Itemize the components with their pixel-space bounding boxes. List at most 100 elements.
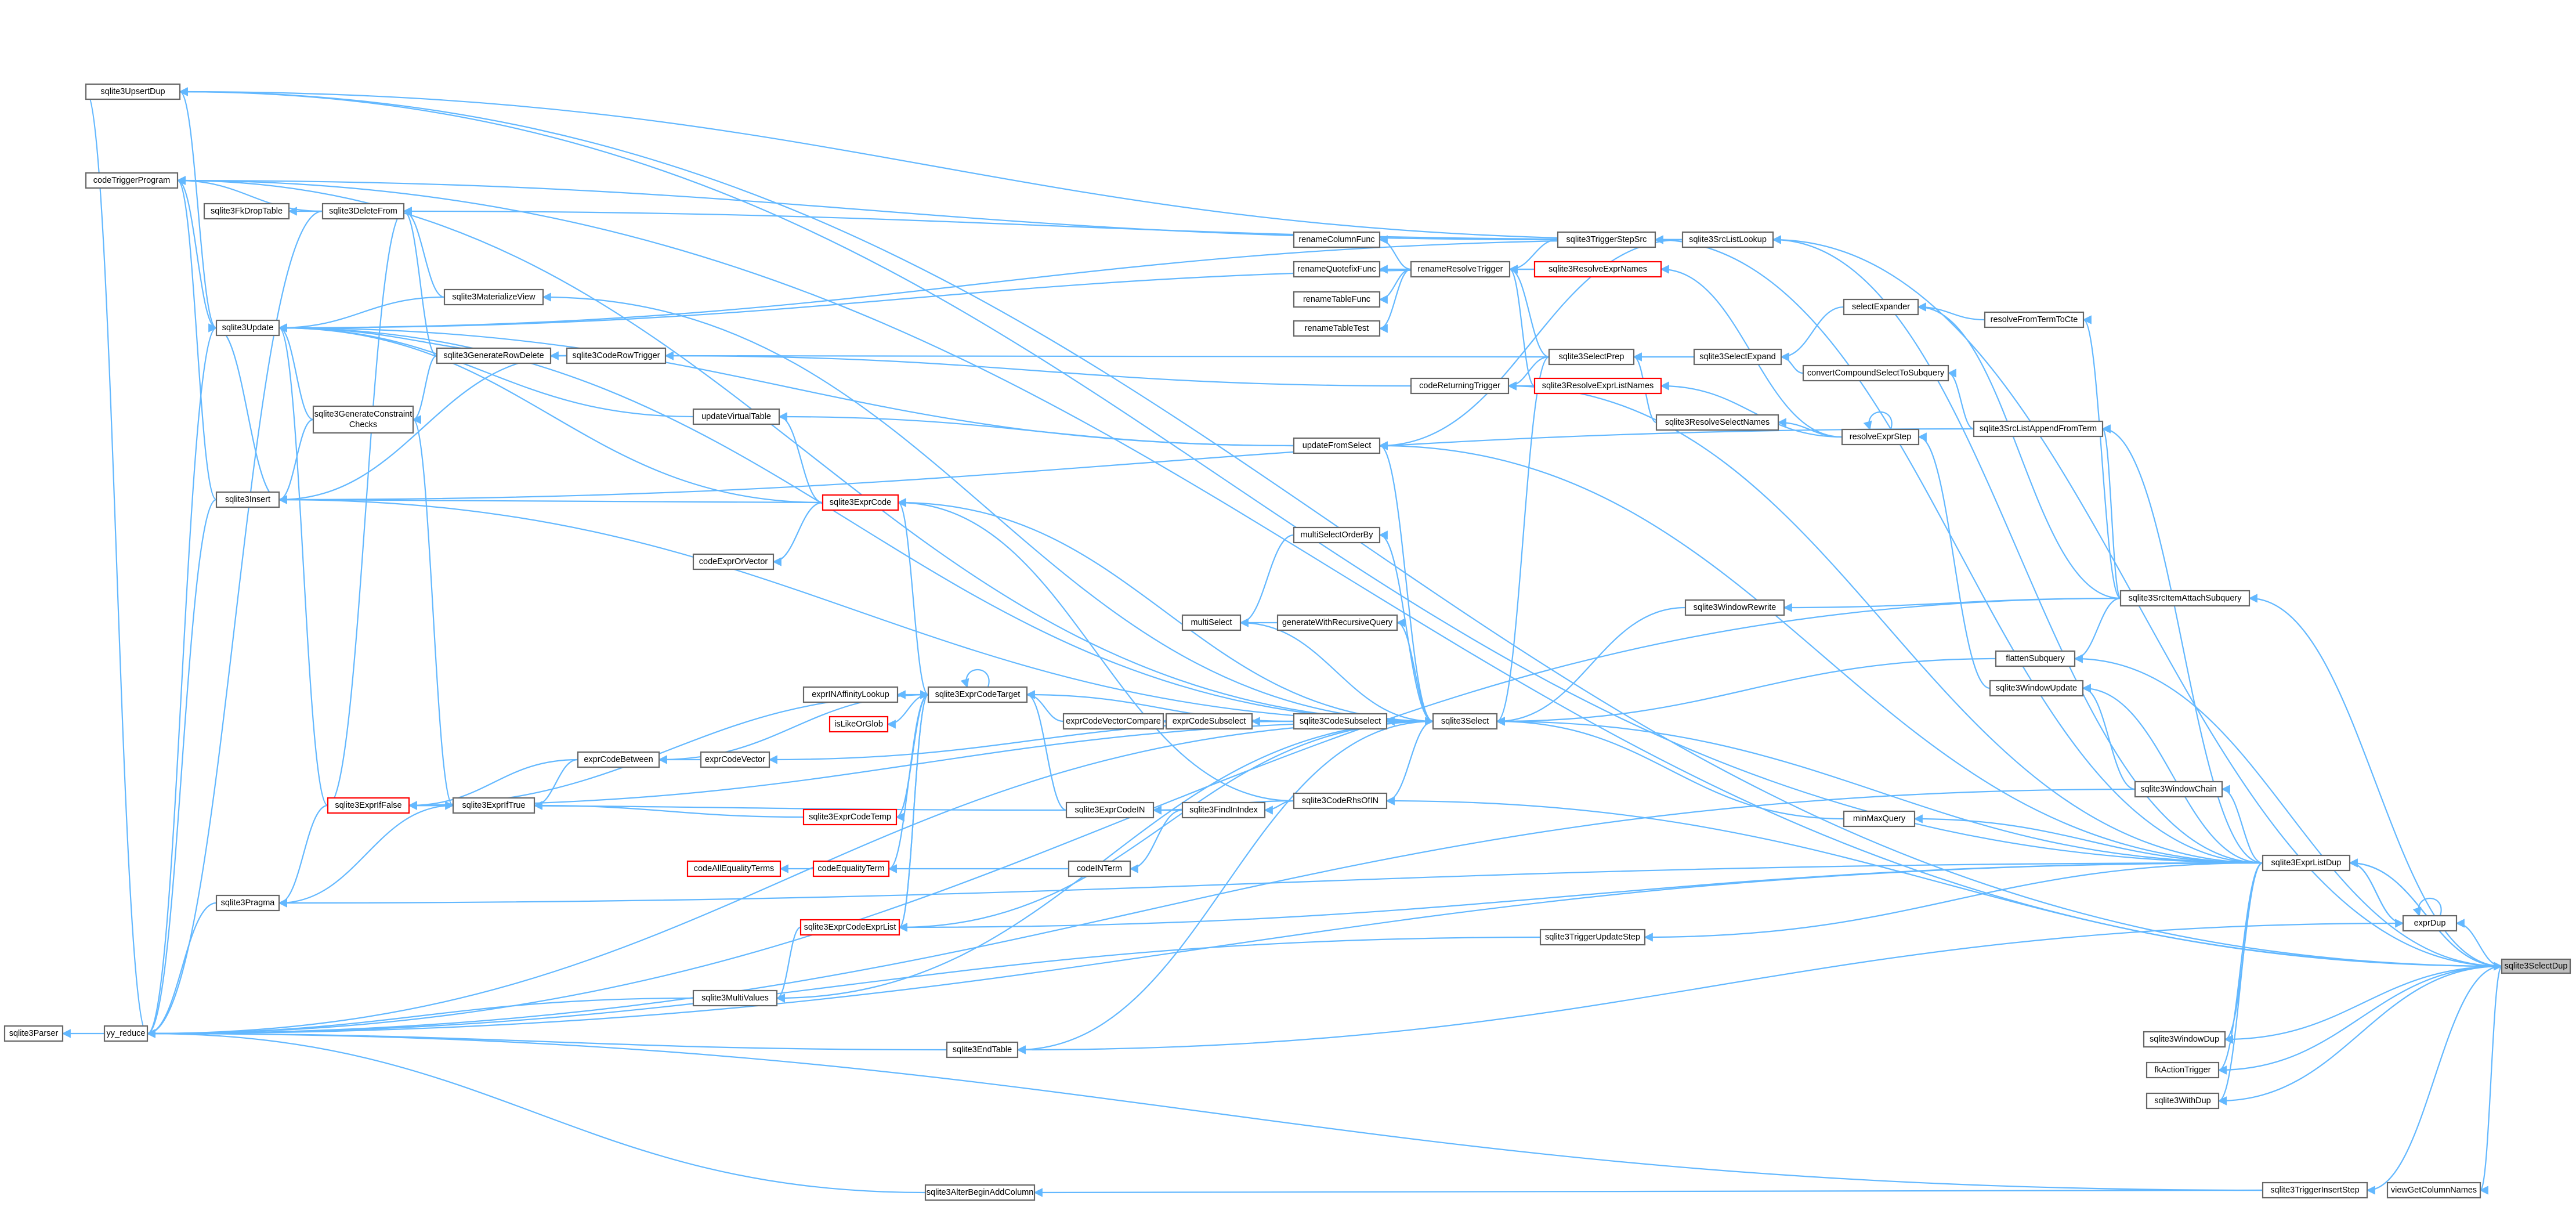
node-sqlite3Pragma[interactable]: sqlite3Pragma xyxy=(215,894,280,912)
node-renameTableFunc[interactable]: renameTableFunc xyxy=(1293,291,1381,308)
node-box[interactable] xyxy=(327,797,410,814)
node-sqlite3Update[interactable]: sqlite3Update xyxy=(215,319,280,337)
node-sqlite3ExprListDup[interactable]: sqlite3ExprListDup xyxy=(2262,854,2351,872)
node-box[interactable] xyxy=(802,808,898,826)
node-box[interactable] xyxy=(3,1025,64,1042)
node-exprINAffinityLookup[interactable]: exprINAffinityLookup xyxy=(802,686,899,703)
node-sqlite3WindowDup[interactable]: sqlite3WindowDup xyxy=(2143,1031,2226,1048)
node-box[interactable] xyxy=(1065,801,1155,819)
node-codeAllEqualityTerms[interactable]: codeAllEqualityTerms xyxy=(686,860,782,877)
node-box[interactable] xyxy=(692,989,778,1007)
node-box[interactable] xyxy=(1293,792,1388,810)
node-exprDup[interactable]: exprDup xyxy=(2402,915,2458,932)
node-box[interactable] xyxy=(2386,1182,2481,1199)
node-sqlite3Select[interactable]: sqlite3Select xyxy=(1432,713,1498,730)
node-sqlite3WithDup[interactable]: sqlite3WithDup xyxy=(2146,1092,2220,1110)
node-minMaxQuery[interactable]: minMaxQuery xyxy=(1843,810,1916,828)
node-box[interactable] xyxy=(2262,854,2351,872)
node-box[interactable] xyxy=(1181,801,1266,819)
node-box[interactable] xyxy=(1681,231,1774,248)
node-sqlite3WindowRewrite[interactable]: sqlite3WindowRewrite xyxy=(1684,599,1785,616)
node-box[interactable] xyxy=(927,686,1028,703)
node-sqlite3SelectDup[interactable]: sqlite3SelectDup xyxy=(2501,958,2571,974)
node-viewGetColumnNames[interactable]: viewGetColumnNames xyxy=(2386,1182,2481,1199)
node-multiSelectOrderBy[interactable]: multiSelectOrderBy xyxy=(1293,526,1381,544)
node-box[interactable] xyxy=(103,1025,149,1042)
node-box[interactable] xyxy=(1557,231,1656,248)
node-sqlite3ExprCodeTarget[interactable]: sqlite3ExprCodeTarget xyxy=(927,686,1028,703)
node-sqlite3Parser[interactable]: sqlite3Parser xyxy=(3,1025,64,1042)
node-resolveExprStep[interactable]: resolveExprStep xyxy=(1841,428,1920,446)
node-box[interactable] xyxy=(2146,1061,2220,1079)
node-box[interactable] xyxy=(2501,958,2571,974)
node-sqlite3ResolveExprNames[interactable]: sqlite3ResolveExprNames xyxy=(1533,261,1662,278)
node-exprCodeVectorCompare[interactable]: exprCodeVectorCompare xyxy=(1062,713,1164,730)
node-box[interactable] xyxy=(85,172,179,189)
node-box[interactable] xyxy=(1539,928,1646,946)
node-renameResolveTrigger[interactable]: renameResolveTrigger xyxy=(1410,261,1511,278)
node-box[interactable] xyxy=(1293,526,1381,544)
node-box[interactable] xyxy=(1693,348,1782,366)
node-updateFromSelect[interactable]: updateFromSelect xyxy=(1293,437,1381,454)
node-exprCodeSubselect[interactable]: exprCodeSubselect xyxy=(1165,713,1253,730)
node-sqlite3GenerateRowDelete[interactable]: sqlite3GenerateRowDelete xyxy=(436,347,552,364)
node-sqlite3SrcListLookup[interactable]: sqlite3SrcListLookup xyxy=(1681,231,1774,248)
node-box[interactable] xyxy=(577,751,660,768)
node-sqlite3ResolveExprListNames[interactable]: sqlite3ResolveExprListNames xyxy=(1533,377,1662,395)
node-box[interactable] xyxy=(1655,414,1779,431)
node-codeINTerm[interactable]: codeINTerm xyxy=(1068,860,1131,877)
node-renameQuotefixFunc[interactable]: renameQuotefixFunc xyxy=(1293,261,1381,278)
node-box[interactable] xyxy=(1841,428,1920,446)
node-renameTableTest[interactable]: renameTableTest xyxy=(1293,320,1381,337)
node-fkActionTrigger[interactable]: fkActionTrigger xyxy=(2146,1061,2220,1079)
node-multiSelect[interactable]: multiSelect xyxy=(1181,614,1242,631)
node-sqlite3TriggerInsertStep[interactable]: sqlite3TriggerInsertStep xyxy=(2262,1182,2368,1199)
node-sqlite3ExprCodeIN[interactable]: sqlite3ExprCodeIN xyxy=(1065,801,1155,819)
node-sqlite3ExprCodeExprList[interactable]: sqlite3ExprCodeExprList xyxy=(799,919,900,936)
node-box[interactable] xyxy=(203,203,290,220)
node-box[interactable] xyxy=(1293,231,1381,248)
node-box[interactable] xyxy=(1293,437,1381,454)
node-codeEqualityTerm[interactable]: codeEqualityTerm xyxy=(812,860,890,877)
node-sqlite3SelectExpand[interactable]: sqlite3SelectExpand xyxy=(1693,348,1782,366)
node-sqlite3SrcListAppendFromTerm[interactable]: sqlite3SrcListAppendFromTerm xyxy=(1973,420,2104,438)
node-box[interactable] xyxy=(215,894,280,912)
node-box[interactable] xyxy=(1973,420,2104,438)
node-box[interactable] xyxy=(2262,1182,2368,1199)
node-box[interactable] xyxy=(692,408,780,425)
node-box[interactable] xyxy=(812,860,890,877)
node-box[interactable] xyxy=(1843,810,1916,828)
node-sqlite3MaterializeView[interactable]: sqlite3MaterializeView xyxy=(443,288,544,306)
node-generateWithRecursiveQuery[interactable]: generateWithRecursiveQuery xyxy=(1276,614,1398,631)
node-box[interactable] xyxy=(1984,311,2085,328)
node-box[interactable] xyxy=(686,860,782,877)
node-flattenSubquery[interactable]: flattenSubquery xyxy=(1995,650,2076,667)
node-exprCodeVector[interactable]: exprCodeVector xyxy=(700,751,770,768)
node-box[interactable] xyxy=(828,716,889,733)
node-box[interactable] xyxy=(1181,614,1242,631)
node-sqlite3TriggerUpdateStep[interactable]: sqlite3TriggerUpdateStep xyxy=(1539,928,1646,946)
node-box[interactable] xyxy=(1410,377,1510,395)
node-box[interactable] xyxy=(1548,348,1635,366)
node-box[interactable] xyxy=(2134,781,2223,798)
node-sqlite3Insert[interactable]: sqlite3Insert xyxy=(215,491,280,508)
node-sqlite3AlterBeginAddColumn[interactable]: sqlite3AlterBeginAddColumn xyxy=(924,1184,1036,1201)
node-box[interactable] xyxy=(1293,291,1381,308)
node-box[interactable] xyxy=(700,751,770,768)
node-sqlite3CodeSubselect[interactable]: sqlite3CodeSubselect xyxy=(1293,713,1388,730)
node-sqlite3SrcItemAttachSubquery[interactable]: sqlite3SrcItemAttachSubquery xyxy=(2119,590,2251,607)
node-box[interactable] xyxy=(1802,364,1949,382)
node-box[interactable] xyxy=(1684,599,1785,616)
node-box[interactable] xyxy=(924,1184,1036,1201)
node-box[interactable] xyxy=(1068,860,1131,877)
node-box[interactable] xyxy=(312,405,414,434)
node-convertCompoundSelectToSubquery[interactable]: convertCompoundSelectToSubquery xyxy=(1802,364,1949,382)
node-box[interactable] xyxy=(1293,713,1388,730)
node-sqlite3ExprIfTrue[interactable]: sqlite3ExprIfTrue xyxy=(452,797,536,814)
node-box[interactable] xyxy=(1995,650,2076,667)
node-box[interactable] xyxy=(1843,298,1919,316)
node-isLikeOrGlob[interactable]: isLikeOrGlob xyxy=(828,716,889,733)
node-box[interactable] xyxy=(1410,261,1511,278)
node-sqlite3CodeRhsOfIN[interactable]: sqlite3CodeRhsOfIN xyxy=(1293,792,1388,810)
